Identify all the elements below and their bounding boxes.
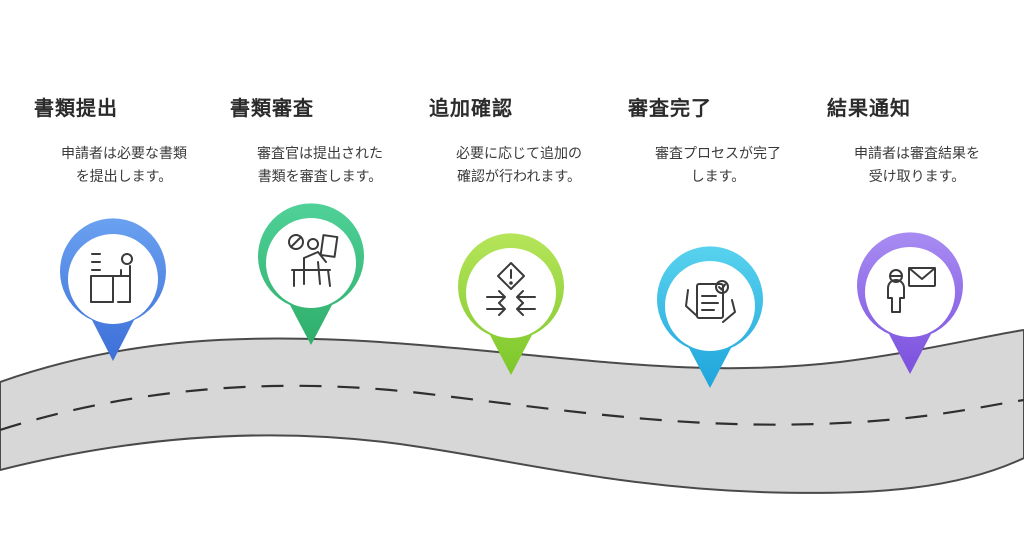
step-2-title: 書類審査 — [230, 96, 314, 120]
step-5-title: 結果通知 — [827, 96, 911, 120]
pin-step-1 — [60, 218, 167, 361]
checklist-icon — [685, 280, 736, 323]
step-4-description: 審査プロセスが完了 します。 — [628, 143, 808, 189]
reviewer-icon — [288, 234, 339, 287]
step-3-desc-line-2: 確認が行われます。 — [457, 169, 581, 185]
pin-step-4 — [657, 246, 763, 388]
step-1-desc-line-2: を提出します。 — [75, 169, 173, 185]
step-5: 結果通知 申請者は審査結果を 受け取ります。 — [827, 92, 1017, 189]
pin-step-2 — [258, 203, 364, 345]
pin-step-3 — [458, 233, 565, 375]
step-4-desc-line-2: します。 — [690, 169, 746, 185]
step-2-desc-line-1: 審査官は提出された — [257, 146, 383, 162]
step-2: 書類審査 審査官は提出された 書類を審査します。 — [230, 92, 420, 189]
person-mail-icon — [887, 267, 936, 313]
step-3-desc-line-1: 必要に応じて追加の — [456, 146, 582, 162]
step-3-description: 必要に応じて追加の 確認が行われます。 — [429, 143, 609, 189]
step-1-title: 書類提出 — [34, 96, 118, 120]
desk-user-icon — [90, 253, 133, 303]
step-1-description: 申請者は必要な書類 を提出します。 — [34, 143, 214, 189]
warning-diamond-icon — [486, 262, 536, 316]
step-5-desc-line-1: 申請者は審査結果を — [854, 146, 980, 162]
step-3: 追加確認 必要に応じて追加の 確認が行われます。 — [429, 92, 619, 189]
road-center-line — [0, 384, 1024, 432]
step-3-title: 追加確認 — [429, 96, 513, 120]
step-5-description: 申請者は審査結果を 受け取ります。 — [827, 143, 1007, 189]
pin-step-5 — [857, 232, 963, 374]
step-4-title: 審査完了 — [628, 96, 712, 120]
step-4: 審査完了 審査プロセスが完了 します。 — [628, 92, 818, 189]
step-4-desc-line-1: 審査プロセスが完了 — [655, 146, 781, 162]
step-2-description: 審査官は提出された 書類を審査します。 — [230, 143, 410, 189]
step-1-desc-line-1: 申請者は必要な書類 — [61, 146, 187, 162]
step-5-desc-line-2: 受け取ります。 — [868, 169, 966, 185]
step-2-desc-line-2: 書類を審査します。 — [257, 169, 383, 185]
step-1: 書類提出 申請者は必要な書類 を提出します。 — [34, 92, 224, 189]
